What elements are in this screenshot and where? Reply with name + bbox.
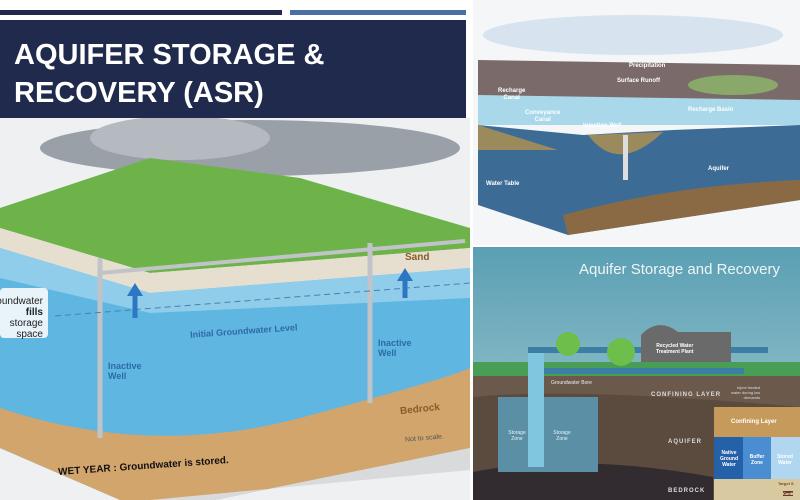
storage-zone-right-label: Storage Zone (553, 430, 571, 442)
native-water-label: Native Ground Water (719, 450, 739, 468)
bottom-right-diagram-image: Aquifer Storage and Recovery Recycled Wa… (473, 247, 800, 500)
label-line: Well (378, 348, 397, 358)
water-table-label: Water Table (486, 181, 520, 187)
bedrock-label: BEDROCK (668, 488, 706, 494)
recharge-basin-illustration (478, 15, 800, 235)
confi-label: Confi (783, 491, 794, 496)
storage-zone-left-label: Storage Zone (508, 430, 526, 442)
callout-line: space (16, 329, 43, 340)
aquifer-label: AQUIFER (668, 439, 702, 445)
label-line: Inactive (378, 338, 412, 348)
recharge-basin-label: Recharge Basin (688, 107, 734, 113)
callout-line: fills (25, 307, 43, 318)
left-diagram-image: Sand Bedrock Groundwater fills storage s… (0, 118, 470, 500)
asr-diagram-title: Aquifer Storage and Recovery (579, 261, 780, 278)
asr-process-illustration (473, 325, 800, 500)
label-line: Well (108, 371, 127, 381)
injection-well-label: Injection Well (583, 123, 622, 129)
label-line: Canal (503, 95, 520, 101)
groundwater-bore-label: Groundwater Bore (551, 380, 592, 386)
header-bar-dark (0, 10, 282, 15)
sand-label: Sand (405, 252, 430, 263)
label-line: Inject treated (737, 385, 761, 390)
stored-water-label: Stored Water (777, 454, 793, 466)
label-line: demands (743, 395, 761, 400)
label-line: Canal (534, 117, 551, 123)
label-line: Conveyance (525, 110, 561, 116)
label-line: water during low (731, 390, 761, 395)
callout-line: Groundwater (0, 296, 43, 307)
aquifer-cross-section-illustration (0, 118, 470, 500)
callout-line: storage (9, 318, 43, 329)
slide-title-line1: AQUIFER STORAGE & (14, 39, 325, 71)
label-line: Recharge (498, 88, 526, 94)
confining-layer-label: CONFINING LAYER (651, 392, 722, 398)
label-line: Recycled Water (656, 343, 694, 349)
label-line: Treatment Plant (656, 349, 694, 355)
label-line: Inactive (108, 361, 142, 371)
buffer-zone-label: Buffer Zone (749, 454, 765, 466)
header-bar-light (290, 10, 466, 15)
target-label: Target S (778, 481, 794, 486)
precipitation-label: Precipitation (629, 63, 666, 69)
aquifer-label: Aquifer (708, 166, 729, 172)
inset-confining-label: Confining Layer (731, 419, 777, 425)
surface-runoff-label: Surface Runoff (617, 78, 661, 84)
fills-storage-callout: Groundwater fills storage space (0, 296, 43, 340)
title-box: AQUIFER STORAGE & RECOVERY (ASR) (0, 20, 466, 118)
slide-title-line2: RECOVERY (ASR) (14, 77, 264, 109)
